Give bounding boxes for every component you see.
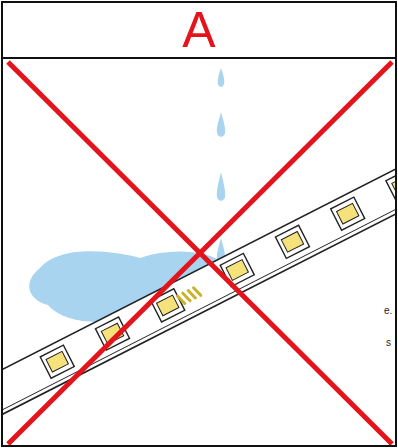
led-chip: [386, 169, 395, 202]
text-fragment: e.: [384, 306, 392, 316]
led-chip: [40, 345, 74, 378]
led-strip: [3, 161, 395, 424]
header-band: A: [3, 3, 395, 57]
resistor-marks: [177, 286, 200, 304]
header-rule: [2, 57, 396, 59]
led-chip: [95, 317, 129, 350]
panel-letter: A: [182, 5, 215, 55]
led-chip: [331, 197, 365, 230]
text-fragment: s: [386, 338, 391, 348]
prohibition-cross: [8, 62, 392, 444]
led-chip: [275, 225, 309, 258]
